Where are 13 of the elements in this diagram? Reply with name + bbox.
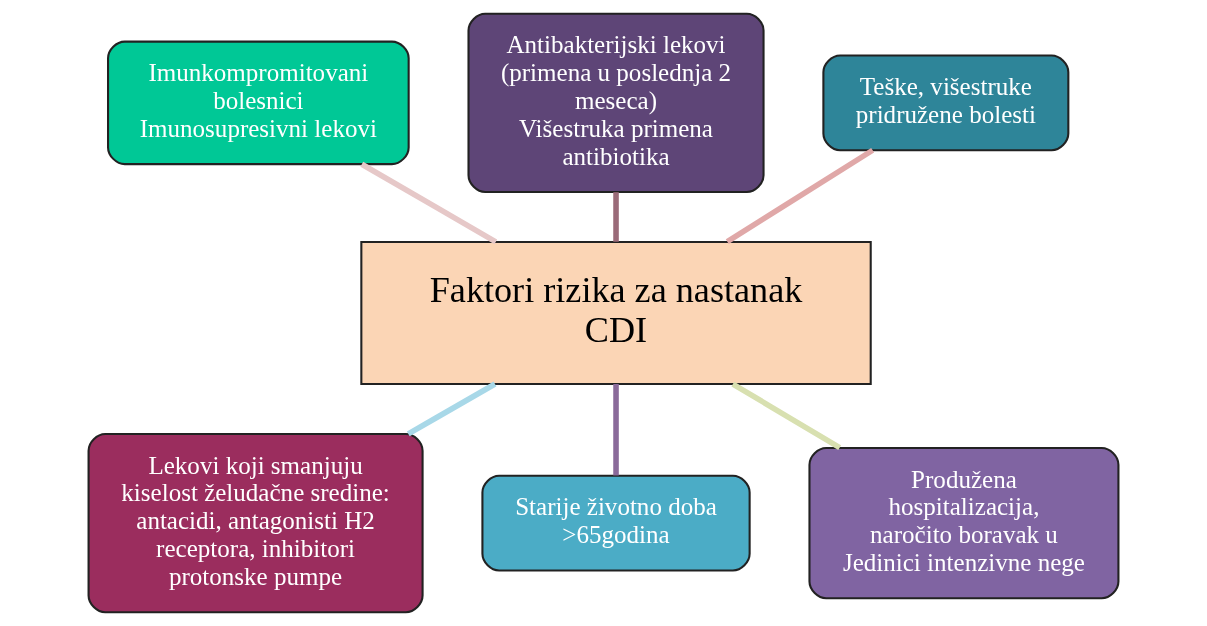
connector bbox=[725, 147, 875, 245]
node-box: Starije životno doba >65godina bbox=[481, 474, 751, 572]
node-box: Antibakterijski lekovi (primena u poslednja 2 meseca) Višestruka primena antibiotika bbox=[467, 12, 765, 193]
connector bbox=[613, 192, 619, 242]
node-box: Produžena hospitalizacija, naročito boravak u Jedinici intenzivne nege bbox=[808, 446, 1120, 600]
connector bbox=[360, 161, 498, 245]
connector bbox=[406, 381, 497, 437]
node-box: Faktori rizika za nastanak CDI bbox=[360, 240, 872, 386]
connector bbox=[613, 384, 619, 476]
connector bbox=[731, 381, 842, 451]
node-box: Imunkompromitovani bolesnici Imunosupresivni lekovi bbox=[107, 40, 410, 166]
node-box: Lekovi koji smanjuju kiselost želudačne sredine: antacidi, antagonisti H2 receptora, inhibitori protonske pumpe bbox=[87, 433, 424, 614]
node-box: Teške, višestruke pridružene bolesti bbox=[822, 54, 1070, 152]
